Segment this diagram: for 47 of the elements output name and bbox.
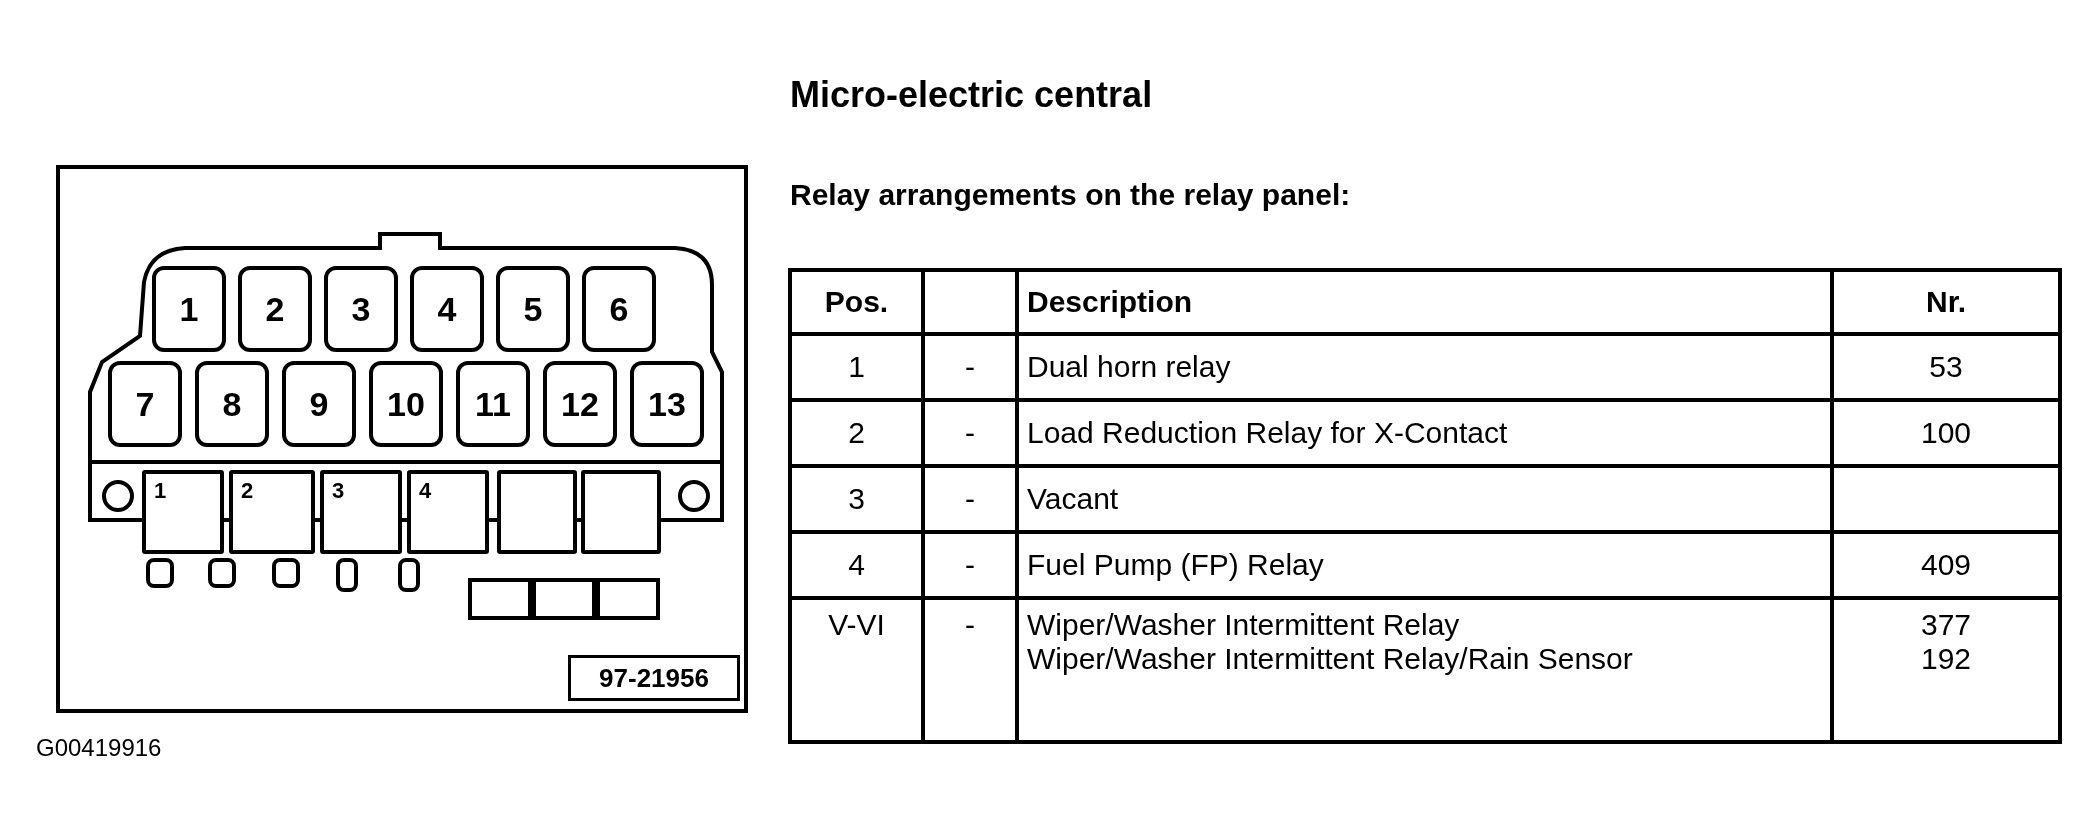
relay-slot: 8 [195, 361, 269, 447]
table-cell-text: Fuel Pump (FP) Relay [1027, 548, 1325, 582]
relay-socket-box [581, 470, 661, 554]
table-cell-text: 1 [847, 350, 866, 384]
relay-slot: 12 [543, 361, 617, 447]
relay-socket: 1 [142, 470, 224, 554]
table-cell-text: Wiper/Washer Intermittent Relay [1027, 608, 1461, 642]
relay-slot: 6 [582, 266, 656, 352]
relay-slot: 2 [238, 266, 312, 352]
table-cell-text: Dual horn relay [1027, 350, 1232, 384]
table-cell-text: 409 [1919, 548, 1973, 582]
table-cell-text: 192 [1919, 642, 1973, 676]
relay-socket-box [497, 470, 577, 554]
table-cell-text: Load Reduction Relay for X-Contact [1027, 416, 1509, 450]
table-cell-text: - [964, 608, 976, 642]
column-header: Pos. [823, 285, 890, 319]
table-cell-text: 377 [1919, 608, 1973, 642]
relay-slot: 7 [108, 361, 182, 447]
table-cell-text: V-VI [827, 608, 886, 642]
table-cell-text: Wiper/Washer Intermittent Relay/Rain Sensor [1027, 642, 1634, 676]
figure-number: 97-21956 [568, 655, 740, 701]
relay-slot: 13 [630, 361, 704, 447]
column-header: Nr. [1925, 285, 1967, 319]
table-cell-text: - [964, 548, 976, 582]
table-cell-text: 2 [847, 416, 866, 450]
table-cell-text: 4 [847, 548, 866, 582]
table-cell-text: 53 [1928, 350, 1964, 384]
table-cell-text: Vacant [1027, 482, 1120, 516]
relay-slot: 3 [324, 266, 398, 352]
table-cell-text: - [964, 350, 976, 384]
relay-slot: 1 [152, 266, 226, 352]
relay-slot: 9 [282, 361, 356, 447]
relay-slot: 4 [410, 266, 484, 352]
relay-slot: 10 [369, 361, 443, 447]
table-cell-text: 100 [1919, 416, 1973, 450]
table-cell-text: 3 [847, 482, 866, 516]
relay-socket: 4 [407, 470, 489, 554]
image-id: G00419916 [36, 734, 162, 762]
relay-socket: 3 [320, 470, 402, 554]
table-cell-text: - [964, 416, 976, 450]
relay-slot: 11 [456, 361, 530, 447]
diagram-title: Micro-electric central [790, 74, 1153, 116]
relay-slot: 5 [496, 266, 570, 352]
relay-socket: 2 [229, 470, 315, 554]
column-header: Description [1027, 285, 1194, 319]
section-heading: Relay arrangements on the relay panel: [790, 178, 1351, 212]
table-cell-text: - [964, 482, 976, 516]
